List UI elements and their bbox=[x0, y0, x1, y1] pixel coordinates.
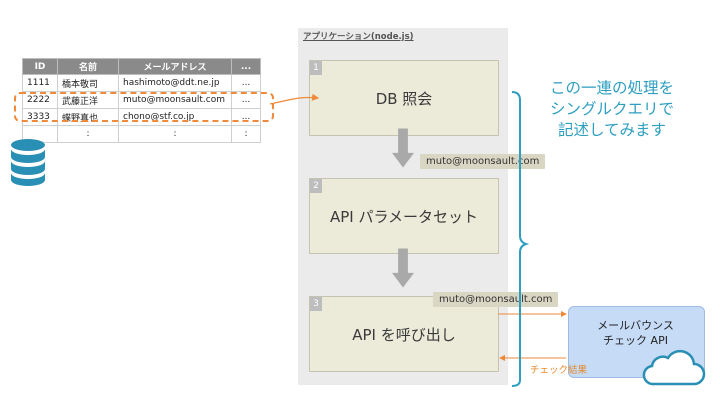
step-label: DB 照会 bbox=[375, 89, 433, 108]
api-label-line: チェック API bbox=[603, 334, 668, 347]
cell-name: : bbox=[57, 125, 119, 143]
down-arrow-icon bbox=[392, 248, 414, 288]
header-name: 名前 bbox=[57, 58, 119, 75]
note-line: シングルクエリで bbox=[549, 100, 674, 118]
email-tag: muto@moonsault.com bbox=[433, 292, 559, 307]
check-result-label: チェック結果 bbox=[530, 365, 588, 376]
step-db-query: 1 DB 照会 bbox=[309, 60, 499, 136]
step-number: 2 bbox=[310, 179, 322, 193]
step-number: 1 bbox=[310, 61, 322, 75]
database-icon bbox=[11, 139, 45, 186]
api-label-line: メールバウンス bbox=[597, 319, 674, 332]
bounce-check-api-label: メールバウンス チェック API bbox=[568, 318, 703, 348]
down-arrow-icon bbox=[392, 128, 414, 168]
table-row: : : : bbox=[22, 125, 261, 143]
application-title: アプリケーション(node.js) bbox=[303, 32, 414, 42]
step-label: API パラメータセット bbox=[329, 207, 479, 226]
user-table: ID 名前 メールアドレス ... 1111 橋本敬司 hashimoto@dd… bbox=[22, 58, 261, 143]
step-api-call: 3 API を呼び出し bbox=[309, 296, 499, 372]
step-number: 3 bbox=[310, 297, 322, 311]
cloud-icon bbox=[642, 349, 706, 386]
highlighted-row-outline bbox=[14, 92, 274, 122]
table-row: 1111 橋本敬司 hashimoto@ddt.ne.jp ... bbox=[22, 74, 261, 92]
process-note: この一連の処理を シングルクエリで 記述してみます bbox=[532, 78, 692, 141]
step-label: API を呼び出し bbox=[352, 325, 456, 344]
cell-more: : bbox=[231, 125, 261, 143]
step-api-params: 2 API パラメータセット bbox=[309, 178, 499, 254]
note-line: この一連の処理を bbox=[549, 79, 674, 97]
note-line: 記述してみます bbox=[557, 121, 667, 139]
header-id: ID bbox=[22, 58, 58, 75]
email-tag: muto@moonsault.com bbox=[420, 154, 546, 169]
